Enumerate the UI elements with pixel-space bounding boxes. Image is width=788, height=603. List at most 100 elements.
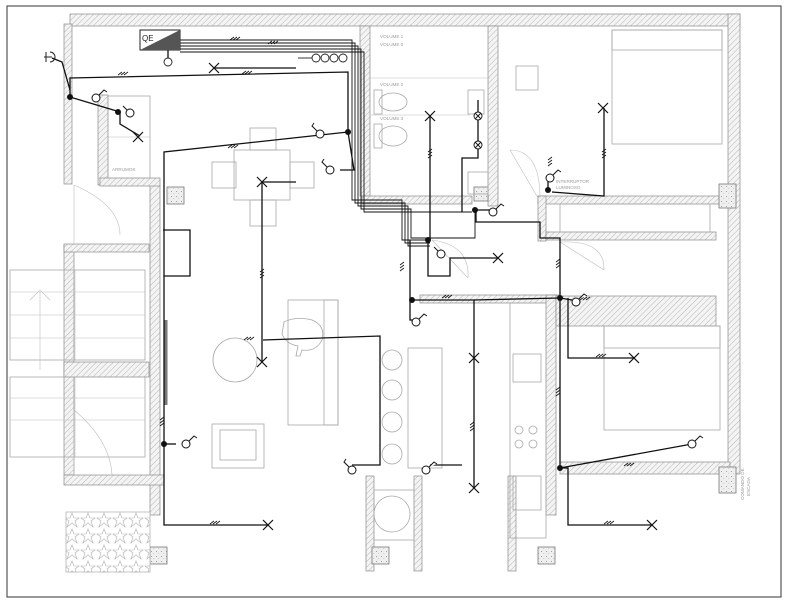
shower-tray bbox=[467, 171, 489, 195]
wall-living-top bbox=[99, 177, 161, 187]
label-storage: ARRUMOS bbox=[112, 167, 135, 172]
chair bbox=[249, 199, 277, 227]
bar-stool bbox=[381, 411, 403, 433]
switch-icon bbox=[687, 435, 704, 449]
staircase bbox=[9, 269, 146, 458]
bell-push-row bbox=[298, 53, 348, 63]
label-switch-2: LUMINOSO bbox=[556, 185, 581, 190]
kitchen-sink bbox=[512, 353, 542, 383]
bidet bbox=[378, 92, 408, 112]
door-swing bbox=[73, 184, 121, 245]
cross-light-icon bbox=[468, 482, 480, 494]
switch-icon bbox=[488, 203, 505, 217]
wall-living-left bbox=[149, 184, 161, 516]
main-cable-bundle bbox=[180, 51, 472, 213]
junction-dot-icon bbox=[345, 129, 351, 135]
armchair-seat bbox=[219, 429, 257, 461]
external-light-icon bbox=[44, 51, 56, 63]
walls bbox=[63, 13, 741, 572]
drawing-frame bbox=[6, 5, 782, 598]
light-points bbox=[132, 62, 658, 531]
wall-shaft-left bbox=[507, 475, 517, 572]
armchair bbox=[211, 423, 265, 469]
circuit bbox=[475, 212, 561, 298]
junction-dot-icon bbox=[161, 441, 167, 447]
wall-bath-left bbox=[359, 25, 371, 197]
junction-dot-icon bbox=[409, 297, 415, 303]
circuit bbox=[409, 300, 416, 321]
hob-burner bbox=[514, 439, 524, 449]
wall-right bbox=[727, 13, 741, 475]
label-volume-3: VOLUME 3 bbox=[380, 116, 404, 121]
column bbox=[718, 466, 737, 494]
cross-light-icon bbox=[208, 62, 220, 74]
wall-bedroom-a-left bbox=[537, 195, 547, 242]
bar-stool bbox=[381, 443, 403, 465]
round-rug bbox=[212, 337, 258, 383]
label-volume-2: VOLUME 2 bbox=[380, 82, 404, 87]
toilet-cistern bbox=[373, 89, 383, 115]
room-labels: VOLUME 1 VOLUME 0 VOLUME 2 VOLUME 3 ARRU… bbox=[112, 34, 751, 500]
door-swing bbox=[509, 149, 541, 199]
hob-burner bbox=[528, 425, 538, 435]
circuit bbox=[163, 131, 349, 277]
circuit bbox=[340, 131, 355, 171]
circuit bbox=[69, 96, 141, 137]
toilet bbox=[378, 125, 408, 147]
circuit bbox=[409, 240, 475, 488]
wall-kitchen-right bbox=[545, 294, 557, 516]
wall-entry-right bbox=[413, 475, 423, 572]
wardrobe bbox=[559, 203, 711, 233]
wall-top bbox=[69, 13, 741, 27]
distribution-board-icon: QE bbox=[139, 29, 181, 51]
cross-light-icon bbox=[256, 176, 268, 188]
switch-icon bbox=[321, 158, 335, 175]
switch-icon bbox=[311, 122, 325, 139]
junction-dot-icon bbox=[557, 295, 563, 301]
chair bbox=[289, 161, 315, 189]
switch-icon bbox=[181, 435, 198, 449]
label-landing-1: COMANDO DE bbox=[740, 468, 745, 500]
bed-a-pillow bbox=[611, 29, 723, 51]
junction-dot-icon bbox=[67, 94, 73, 100]
cross-light-icon bbox=[424, 110, 436, 122]
column bbox=[718, 183, 737, 209]
circuit bbox=[567, 298, 634, 359]
hob-burner bbox=[528, 439, 538, 449]
junction-dot-icon bbox=[545, 187, 551, 193]
circuit bbox=[51, 57, 71, 91]
wall-bedroom-a bbox=[537, 195, 729, 205]
label-volume-0: VOLUME 0 bbox=[380, 42, 404, 47]
label-landing-2: ESCADA bbox=[746, 476, 751, 496]
switch-icon bbox=[122, 105, 135, 118]
circuit bbox=[473, 297, 561, 301]
main-cable-bundle bbox=[180, 48, 476, 239]
wall-bottom-left bbox=[63, 474, 165, 486]
cross-light-icon bbox=[262, 519, 274, 531]
switch-icon bbox=[411, 313, 428, 327]
bar-stool bbox=[381, 349, 403, 371]
cross-light-icon bbox=[492, 252, 504, 264]
entry-planter bbox=[373, 495, 411, 533]
bar-counter bbox=[407, 347, 443, 469]
cross-light-icon bbox=[132, 131, 144, 143]
switch-icon bbox=[571, 293, 588, 307]
bath-lamps bbox=[473, 111, 483, 150]
switch-icon bbox=[545, 169, 562, 183]
wall-corridor-div bbox=[545, 231, 717, 241]
door-swing bbox=[73, 409, 113, 476]
switch-icon bbox=[343, 458, 357, 475]
switch-icon bbox=[433, 246, 446, 259]
conductor-ticks bbox=[117, 36, 635, 525]
toilet-cistern bbox=[373, 123, 383, 149]
entry-frame bbox=[373, 489, 415, 541]
column bbox=[537, 546, 556, 565]
circuit bbox=[163, 276, 268, 526]
cross-light-icon bbox=[597, 102, 609, 114]
cross-light-icon bbox=[468, 352, 480, 364]
junction-dot-icon bbox=[115, 109, 121, 115]
column bbox=[371, 546, 390, 565]
desk bbox=[515, 65, 539, 91]
columns bbox=[149, 183, 737, 565]
